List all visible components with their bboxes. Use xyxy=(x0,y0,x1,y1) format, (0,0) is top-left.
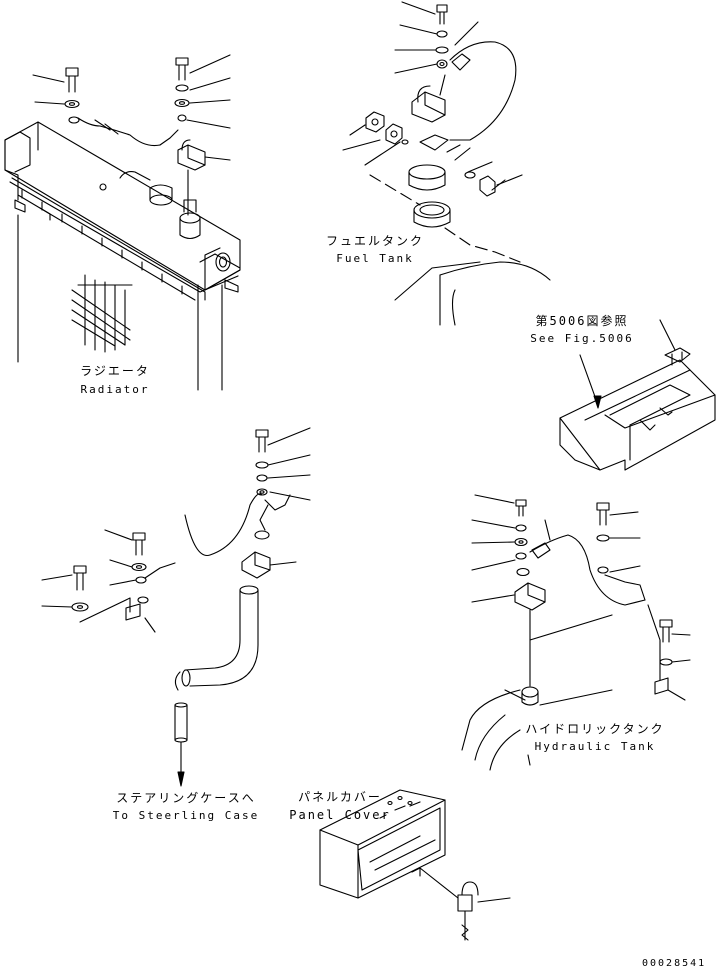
hydraulic-tank-assembly xyxy=(462,495,690,770)
radiator-label-en: Radiator xyxy=(80,383,150,396)
radiator-label-jp: ラジエータ xyxy=(80,364,150,378)
hydraulic-tank-label-en: Hydraulic Tank xyxy=(534,740,656,753)
panel-cover-label-jp: パネルカバー xyxy=(298,790,382,804)
steering-case-assembly xyxy=(42,428,310,786)
reference-cover-5006 xyxy=(560,320,715,470)
steering-case-label-en: To Steerling Case xyxy=(112,809,260,822)
panel-cover-label-en: Panel Cover xyxy=(289,808,391,822)
fuel-tank-assembly xyxy=(343,2,550,325)
fuel-tank-label-jp: フュエルタンク xyxy=(325,234,425,248)
see-fig-label-en: See Fig.5006 xyxy=(530,332,634,345)
fuel-tank-label-en: Fuel Tank xyxy=(336,252,414,265)
radiator-lock-parts xyxy=(33,55,230,215)
steering-case-label-jp: ステアリングケースへ xyxy=(116,791,256,805)
panel-cover xyxy=(320,790,510,940)
radiator-assembly xyxy=(5,122,240,390)
hydraulic-tank-label-jp: ハイドロリックタンク xyxy=(525,722,665,736)
drawing-number: 00028541 xyxy=(642,958,707,969)
see-fig-label-jp: 第5006図参照 xyxy=(535,314,629,328)
